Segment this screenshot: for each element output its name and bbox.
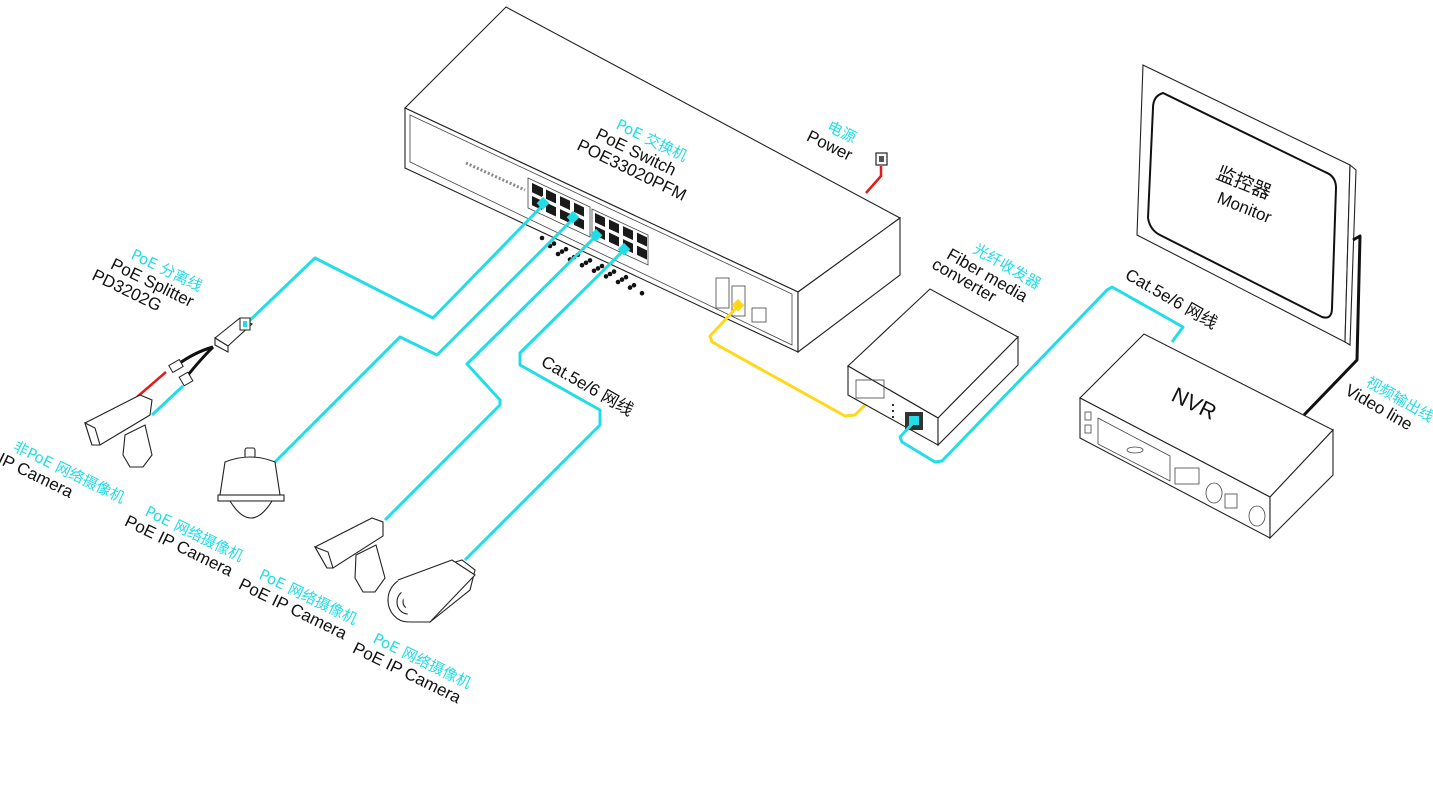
label-video-line: 视频输出线 Video line bbox=[1342, 373, 1433, 434]
cable-box-camera bbox=[383, 234, 598, 522]
port-group-2 bbox=[591, 208, 649, 266]
pattern-dot bbox=[619, 277, 625, 282]
ethernet-port bbox=[560, 209, 570, 224]
camera-box-poe bbox=[313, 517, 386, 593]
pattern-dot bbox=[539, 235, 545, 241]
monitor bbox=[1136, 64, 1357, 346]
pattern-dot bbox=[623, 274, 629, 280]
pattern-dot bbox=[587, 258, 593, 263]
ethernet-port bbox=[532, 183, 542, 197]
video-cable bbox=[1302, 234, 1362, 417]
pattern-dot bbox=[555, 251, 561, 257]
pattern-dot bbox=[583, 260, 589, 266]
ethernet-port bbox=[637, 245, 647, 260]
status-leds bbox=[465, 161, 526, 192]
label-cable-right: Cat.5e/6 网线 bbox=[1122, 265, 1221, 333]
camera-bullet bbox=[387, 559, 476, 624]
ethernet-port bbox=[609, 232, 619, 247]
label-cable-left: Cat.5e/6 网线 bbox=[538, 352, 637, 420]
ethernet-port bbox=[560, 196, 570, 211]
cable-bullet-camera bbox=[463, 248, 626, 562]
ethernet-port bbox=[546, 189, 556, 204]
ethernet-port bbox=[637, 232, 647, 247]
pattern-dot bbox=[639, 290, 645, 296]
ethernet-port bbox=[546, 202, 556, 217]
poe-splitter bbox=[136, 317, 253, 417]
camera-dome bbox=[217, 447, 285, 519]
label-camera-1: 非PoE 网络摄像机 IP Camera bbox=[0, 437, 128, 507]
pattern-dot bbox=[615, 279, 621, 285]
power-cable bbox=[865, 166, 883, 194]
pattern-dot bbox=[551, 241, 557, 246]
ethernet-port bbox=[574, 202, 584, 217]
nvr bbox=[1079, 333, 1334, 540]
label-power: 电源 Power bbox=[804, 117, 859, 164]
label-camera-4: PoE 网络摄像机 PoE IP Camera bbox=[350, 629, 474, 707]
uplink-ports bbox=[715, 277, 767, 323]
ethernet-port bbox=[595, 213, 605, 227]
cable-dome-camera bbox=[268, 217, 575, 469]
cable-splitter bbox=[243, 203, 545, 327]
pattern-dot bbox=[627, 285, 633, 290]
fiber-cable bbox=[708, 304, 870, 418]
camera-box-nonpoe bbox=[84, 394, 153, 468]
pattern-dot bbox=[607, 271, 613, 277]
pattern-dot bbox=[603, 274, 609, 279]
ethernet-port bbox=[623, 226, 633, 241]
cable-left-label: Cat.5e/6 网线 bbox=[538, 352, 637, 420]
label-camera-2: PoE 网络摄像机 PoE IP Camera bbox=[122, 502, 246, 580]
pattern-dot bbox=[611, 269, 617, 274]
cable-right-label: Cat.5e/6 网线 bbox=[1122, 265, 1221, 333]
cable-converter-nvr bbox=[898, 285, 1185, 464]
ethernet-port bbox=[609, 219, 619, 234]
power-socket bbox=[865, 152, 888, 194]
pattern-dot bbox=[563, 246, 569, 252]
label-camera-3: PoE 网络摄像机 PoE IP Camera bbox=[236, 565, 360, 643]
splitter-power-lead bbox=[136, 371, 167, 398]
pattern-dot bbox=[631, 282, 637, 288]
pattern-dot bbox=[559, 249, 565, 254]
pattern-dot bbox=[579, 262, 585, 268]
ethernet-port bbox=[623, 239, 633, 254]
fiber-media-converter bbox=[847, 288, 1019, 447]
switch-side-face bbox=[797, 216, 901, 354]
pattern-dot bbox=[595, 266, 601, 271]
pattern-dot bbox=[591, 268, 597, 274]
pattern-dot bbox=[599, 263, 605, 269]
label-splitter: PoE 分离线 PoE Splitter PD3202G bbox=[89, 245, 205, 315]
splitter-data-lead bbox=[150, 384, 185, 417]
